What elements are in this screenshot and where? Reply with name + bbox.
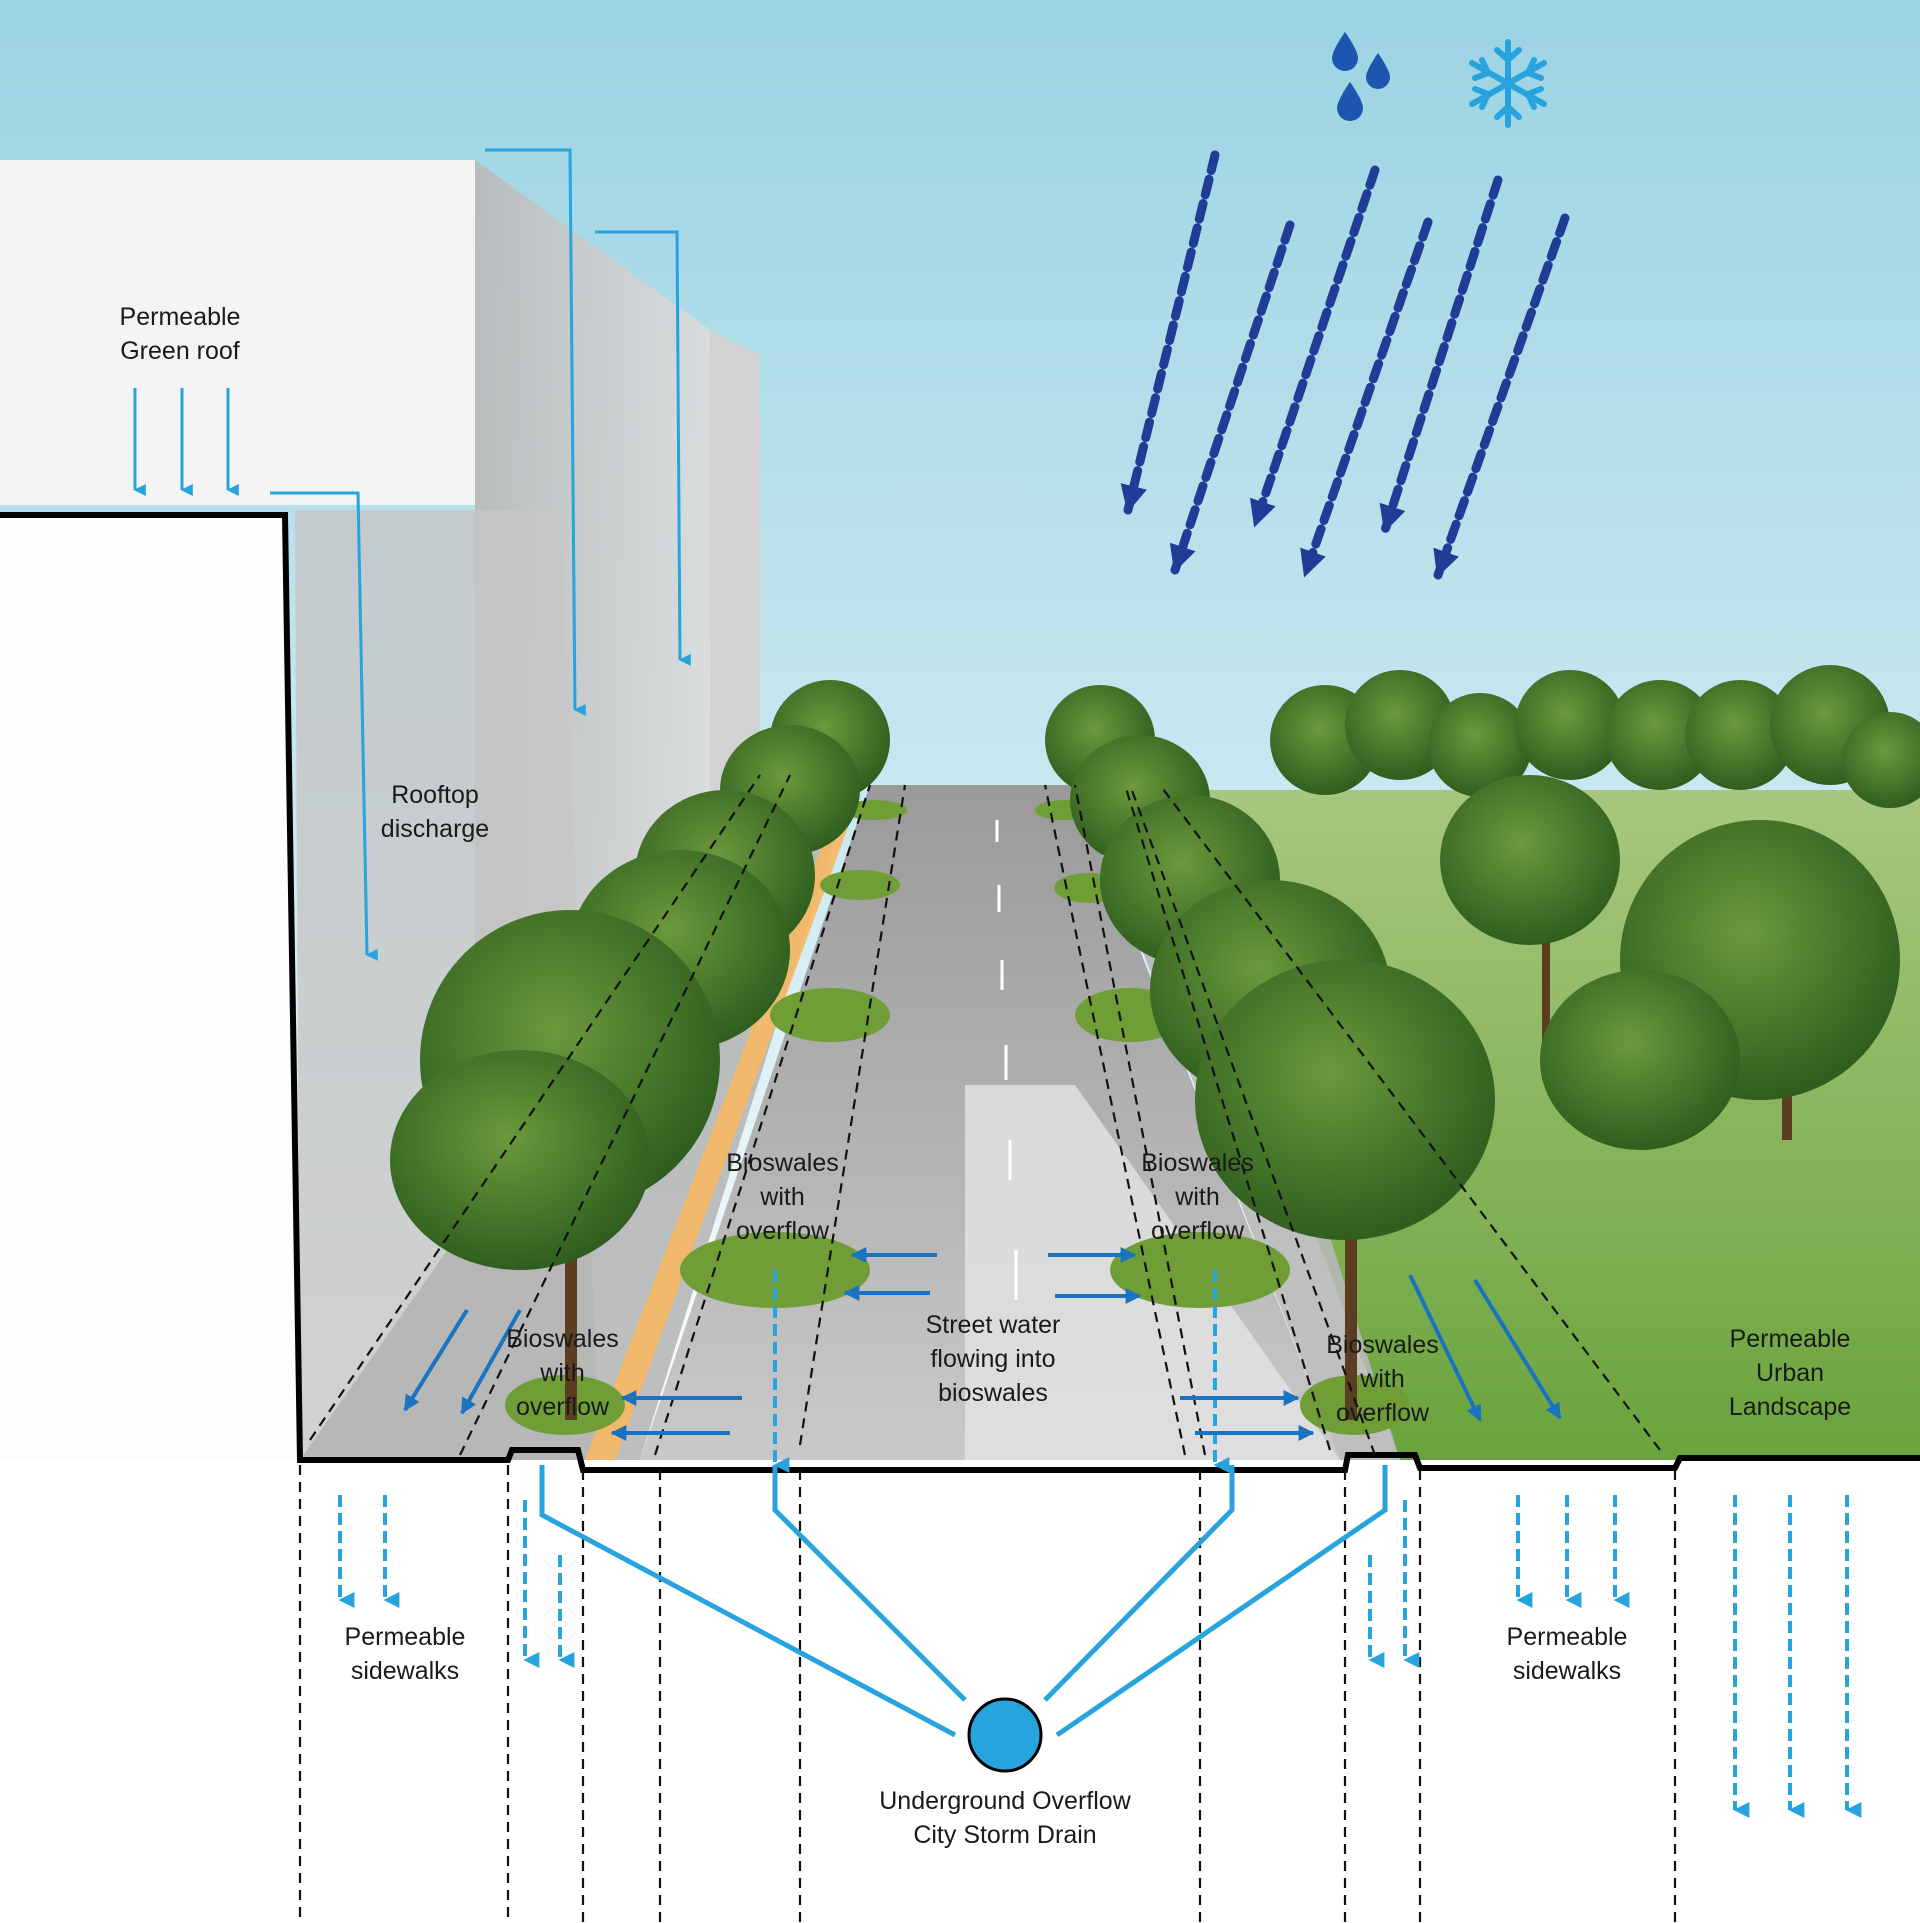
water-drops-icon	[1332, 32, 1390, 121]
left-street-trees	[390, 680, 890, 1270]
street-water-arrows	[403, 1247, 1562, 1441]
background-trees	[1270, 665, 1920, 808]
bike-lane	[585, 800, 858, 1460]
underground-guides	[298, 1465, 1677, 1923]
overflow-pipes	[539, 1465, 1388, 1738]
perspective-guides	[309, 774, 1661, 1456]
right-street-trees	[1045, 685, 1900, 1240]
infiltration-arrows	[338, 1270, 1862, 1818]
roof-drain-arrows	[133, 148, 691, 961]
rain-arrows	[1120, 150, 1570, 580]
snowflake-icon	[1469, 39, 1547, 128]
ground-profile-line	[0, 512, 1920, 1473]
storm-drain-icon	[967, 1697, 1043, 1773]
foreground-building	[0, 515, 300, 1460]
